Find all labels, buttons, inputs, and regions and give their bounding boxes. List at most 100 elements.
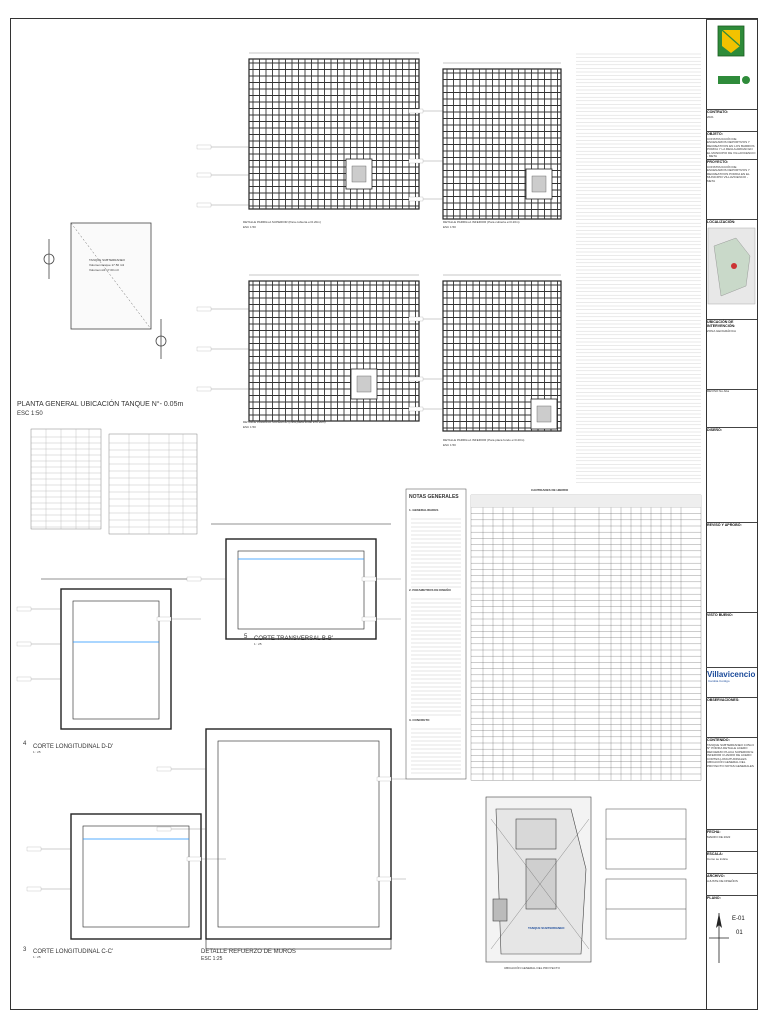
wall-detail-scale: ESC 1:25 xyxy=(201,956,223,962)
rebar-tag-box-0 xyxy=(196,144,212,150)
observations-label: OBSERVACIONES: xyxy=(707,698,740,702)
schedule-header-bg xyxy=(471,495,701,508)
intervention-section: UBICACIÓN DE INTERVENCIÓN: ZONA GEOGRÁFI… xyxy=(706,319,757,389)
plan-scale: ESC 1:50 xyxy=(17,411,43,417)
mesh-scale-3: ESC 1:50 xyxy=(243,425,256,429)
reviewed-value: REVISÓ No Aba xyxy=(707,389,730,393)
plan-of: 01 xyxy=(736,930,743,936)
rebar-tag-box-5 xyxy=(408,196,424,202)
drawing-sheet: PLANTA GENERAL UBICACIÓN TANQUE N°- 0.05… xyxy=(10,18,758,1010)
north-arrow-icon xyxy=(709,913,729,963)
scale-label: ESCALA: xyxy=(707,852,723,856)
file-value: AJUSTE DE DISEÑOS xyxy=(707,878,738,883)
rebar-tag-box-14 xyxy=(16,676,32,682)
logo-area xyxy=(706,19,757,109)
rebar-tag-box-12 xyxy=(16,606,32,612)
mesh-caption-1: DETALLE PARRILLA SUPERIOR (Para cubierta… xyxy=(243,220,321,224)
ubicacion-title: UBICACIÓN GENERAL DEL PROYECTO xyxy=(504,966,560,970)
intervention-label: UBICACIÓN DE INTERVENCIÓN: xyxy=(707,320,736,328)
mesh-caption-4: DETALLE PARRILLA INFERIOR (Para placa fo… xyxy=(443,438,525,442)
section-number-5: 5 xyxy=(244,634,248,640)
section-number-4: 4 xyxy=(23,741,27,747)
object-label: OBJETO: xyxy=(707,132,723,136)
approved-section: VISTO BUENO: xyxy=(706,612,757,667)
designed-label: DISEÑÓ: xyxy=(707,428,722,432)
mesh-caption-3: DETALLE PARRILLA SUPERIOR (Para placa fo… xyxy=(243,420,326,424)
brand-logo: Villavicencio xyxy=(707,670,756,679)
site-details xyxy=(605,808,687,940)
notes-heading-2: 2. PARAMETROS DE DISEÑO xyxy=(409,588,451,592)
rebar-tag-box-21 xyxy=(376,776,392,782)
contract-value: 2021 xyxy=(707,114,714,119)
rebar-tag-box-13 xyxy=(16,641,32,647)
location-label: LOCALIZACIÓN: xyxy=(707,220,736,224)
rebar-tag-box-25 xyxy=(186,856,202,862)
tank-callout: TANQUE SUBTERRANEO xyxy=(528,926,565,930)
section-bb-title: CORTE TRANSVERSAL B-B' xyxy=(254,636,334,642)
section-dd-scale: 1 : 25 xyxy=(33,750,41,754)
section-dd xyxy=(41,578,191,730)
designed-section: DISEÑÓ: xyxy=(706,427,757,522)
rebar-tag-box-17 xyxy=(361,576,377,582)
mesh-scale-2: ESC 1:50 xyxy=(443,225,456,229)
rebar-tag-box-2 xyxy=(196,202,212,208)
tank-label-1: TANQUE SUBTERRANEO xyxy=(89,258,125,262)
rebar-tag-box-23 xyxy=(26,846,42,852)
contract-label: CONTRATO: xyxy=(707,110,729,114)
rebar-tag-box-8 xyxy=(196,386,212,392)
section-bb-scale: 1 : 25 xyxy=(254,642,262,646)
object-value: CONSTRUCCIÓN DE ESCENARIOS DEPORTIVOS Y … xyxy=(707,136,756,159)
rebar-schedule xyxy=(470,494,702,781)
schedule-title: CANTIDADES DE HIERRO xyxy=(531,488,569,492)
file-label: ARCHIVO: xyxy=(707,874,725,878)
content-label: CONTENIDO: xyxy=(707,738,730,742)
rebar-tag-box-20 xyxy=(156,826,172,832)
small-tables xyxy=(30,428,198,535)
brand-sub: Cambia Contigo xyxy=(708,679,730,683)
project-label: PROYECTO: xyxy=(707,160,729,164)
section-cc-title: CORTE LONGITUDINAL C-C' xyxy=(33,949,114,955)
rebar-tag-box-10 xyxy=(408,376,424,382)
mesh-panel-bottom-right xyxy=(442,274,562,432)
notes-heading-3: 3. CONCRETO xyxy=(409,718,430,722)
site-map xyxy=(485,796,592,963)
rebar-tag-box-3 xyxy=(408,108,424,114)
scale-value: Como se indica xyxy=(707,856,728,861)
tank-label-3: Volumen útil 17.00 m3 xyxy=(89,268,119,272)
plan-value: E-01 xyxy=(732,916,745,922)
mesh-scale-4: ESC 1:50 xyxy=(443,443,456,447)
reviewed-label: REVISÓ Y APROBÓ: xyxy=(707,523,742,527)
location-map-icon xyxy=(707,227,756,305)
mesh-panel-bottom-left xyxy=(248,274,420,422)
section-number-3: 3 xyxy=(23,947,27,953)
wall-detail xyxy=(205,728,392,950)
rebar-tag-box-9 xyxy=(408,316,424,322)
plan-label: PLANO: xyxy=(707,896,721,900)
section-cc-scale: 1 : 25 xyxy=(33,955,41,959)
drawing-canvas xyxy=(16,52,702,963)
notes-panel xyxy=(405,488,467,780)
object-section: OBJETO: CONSTRUCCIÓN DE ESCENARIOS DEPOR… xyxy=(706,131,757,159)
location-section: LOCALIZACIÓN: xyxy=(706,219,757,319)
wall-detail-title: DETALLE REFUERZO DE MUROS xyxy=(201,949,296,955)
mesh-layer xyxy=(248,52,562,432)
reviewed-section: REVISÓ Y APROBÓ: xyxy=(706,522,757,612)
title-block: CONTRATO: 2021 OBJETO: CONSTRUCCIÓN DE E… xyxy=(706,19,757,1009)
municipal-seal-icon xyxy=(717,25,750,84)
rebar-tag-box-19 xyxy=(156,766,172,772)
plan-title: PLANTA GENERAL UBICACIÓN TANQUE N°- 0.05… xyxy=(17,401,184,408)
contract-section: CONTRATO: 2021 xyxy=(706,109,757,131)
rebar-tag-box-18 xyxy=(361,616,377,622)
file-section: ARCHIVO: AJUSTE DE DISEÑOS xyxy=(706,873,757,895)
date-label: FECHA: xyxy=(707,830,721,834)
tank-label-2: Volumen tanque 17.50 m3 xyxy=(89,263,125,267)
rebar-tag-box-6 xyxy=(196,306,212,312)
rebar-tag-box-1 xyxy=(196,172,212,178)
mesh-panel-top-right xyxy=(442,62,562,220)
rebar-tag-box-22 xyxy=(376,876,392,882)
mesh-scale-1: ESC 1:50 xyxy=(243,225,256,229)
section-dd-title: CORTE LONGITUDINAL D-D' xyxy=(33,744,114,750)
brand-section: Villavicencio Cambia Contigo xyxy=(706,667,757,697)
reviewed-top-section: REVISÓ No Aba xyxy=(706,389,757,427)
project-section: PROYECTO: CONSTRUCCIÓN DE ESCENARIOS DEP… xyxy=(706,159,757,219)
